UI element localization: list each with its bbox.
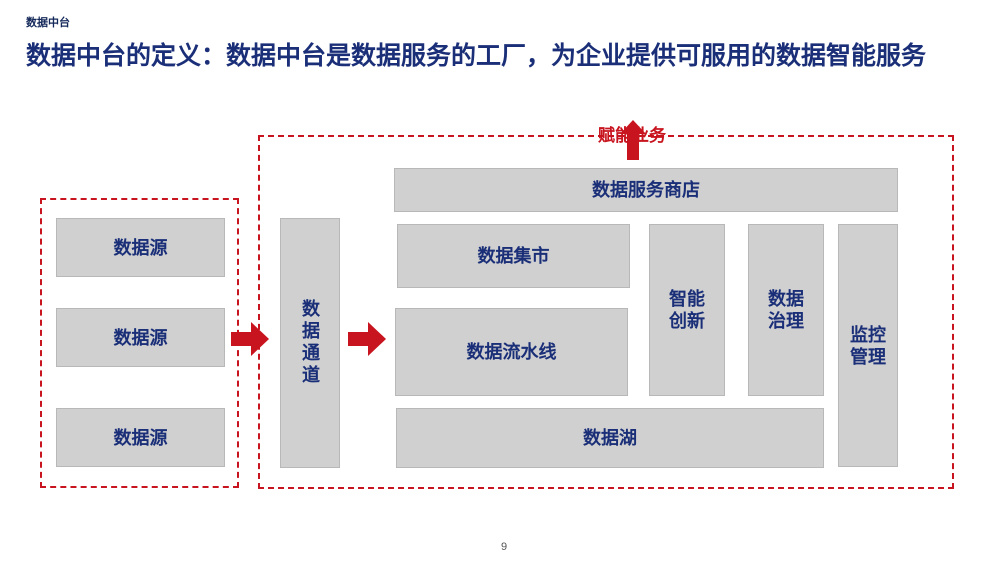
- data-channel-box: 数据通道: [280, 218, 340, 468]
- right-arrow-icon: [348, 322, 386, 356]
- data-governance-box: 数据 治理: [748, 224, 824, 396]
- platform-group: [258, 135, 954, 489]
- data-governance-label: 数据 治理: [768, 289, 804, 331]
- monitoring-box: 监控 管理: [838, 224, 898, 467]
- smart-innovation-label: 智能 创新: [669, 289, 705, 331]
- data-channel-label: 数据通道: [300, 299, 320, 387]
- data-source-box: 数据源: [56, 308, 225, 367]
- smart-innovation-box: 智能 创新: [649, 224, 725, 396]
- empower-business-label: 赋能业务: [598, 126, 666, 145]
- data-source-box: 数据源: [56, 408, 225, 467]
- data-pipeline-box: 数据流水线: [395, 308, 628, 396]
- page-title: 数据中台的定义：数据中台是数据服务的工厂，为企业提供可服用的数据智能服务: [26, 42, 927, 70]
- page-number: 9: [500, 541, 508, 553]
- data-lake-box: 数据湖: [396, 408, 824, 468]
- data-service-store-box: 数据服务商店: [394, 168, 898, 212]
- data-mart-box: 数据集市: [397, 224, 630, 288]
- data-source-box: 数据源: [56, 218, 225, 277]
- section-label: 数据中台: [26, 17, 70, 29]
- up-arrow-icon: [620, 120, 646, 160]
- monitoring-label: 监控 管理: [850, 324, 886, 367]
